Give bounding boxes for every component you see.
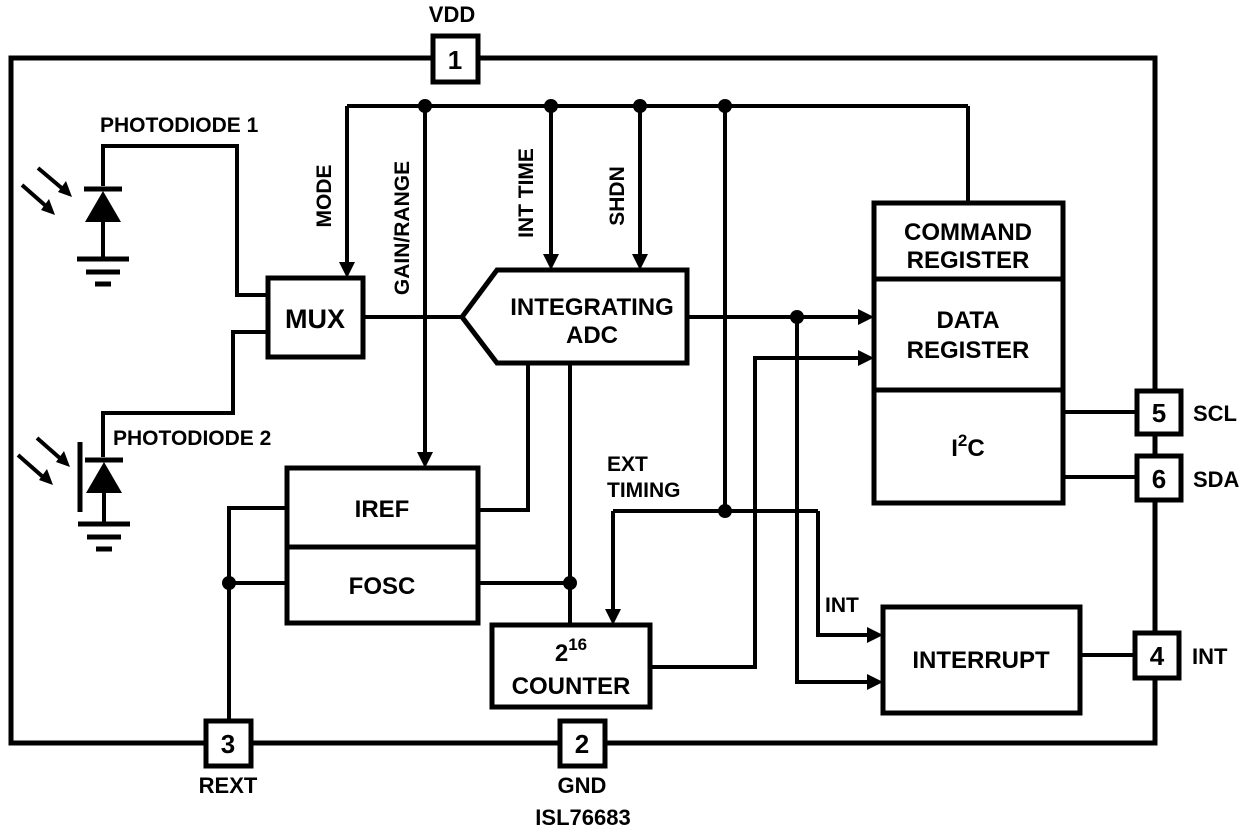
photodiode-2 (16, 330, 268, 552)
iref-to-adc-wire (478, 363, 530, 512)
photodiode2-light-arrow1-head-icon (56, 451, 70, 467)
junction-dot (718, 99, 732, 113)
interrupt-block (880, 604, 1083, 716)
gain-range-arrowhead-icon (417, 452, 433, 468)
ext-timing-label: EXT TIMING (607, 453, 681, 502)
gain-range-label: GAIN/RANGE (391, 161, 414, 295)
int-signal-label: INT (825, 594, 859, 617)
pin5-box (1134, 388, 1184, 437)
register-stack: COMMAND REGISTER DATA REGISTER I2C (871, 200, 1066, 506)
mode-arrowhead-icon (339, 262, 355, 278)
pin3-number: 3 (221, 729, 235, 759)
pin3-box (203, 718, 254, 769)
data-register-label-line2: REGISTER (907, 337, 1030, 364)
pin2-number: 2 (575, 729, 589, 759)
counter-to-data-register-wire (650, 356, 858, 669)
pin5-number: 5 (1152, 398, 1166, 428)
pin4-name-label: INT (1192, 644, 1228, 669)
pin1-box (430, 33, 481, 85)
pin-5-scl: 5 SCL (1134, 388, 1237, 437)
junction-dot (563, 576, 577, 590)
junction-dot (633, 99, 647, 113)
control-bus (339, 104, 970, 643)
i2c-label: I2C (951, 431, 984, 462)
ext-timing-counter-arrowhead-icon (605, 609, 621, 625)
pin-6-sda: 6 SDA (1134, 453, 1240, 503)
pin-4-int: 4 INT (1132, 630, 1228, 681)
photodiode2-light-arrow2-head-icon (39, 469, 53, 485)
pin6-number: 6 (1152, 464, 1166, 494)
command-register-label-line2: REGISTER (907, 247, 1030, 274)
ext-timing-label-line1: EXT (607, 453, 648, 476)
data-register-top-arrowhead-icon (858, 309, 874, 325)
junction-dot (418, 99, 432, 113)
photodiode1-to-mux-wire (101, 144, 268, 297)
junction-dots (222, 99, 804, 590)
shdn-label: SHDN (606, 166, 629, 226)
data-register-bottom-arrowhead-icon (858, 350, 874, 366)
pin1-number: 1 (448, 45, 462, 75)
adc-label-line1: INTEGRATING (510, 294, 674, 321)
pin-1-vdd: 1 VDD (429, 2, 481, 85)
part-number-label: ISL76683 (535, 805, 630, 830)
photodiode2-label: PHOTODIODE 2 (113, 427, 271, 450)
mux-block (265, 275, 366, 360)
fosc-label: FOSC (349, 573, 416, 600)
pin-2-gnd: 2 GND (557, 718, 608, 798)
iref-to-rext-wire (227, 506, 287, 721)
junction-dot (718, 504, 732, 518)
photodiode2-to-mux-wire (101, 330, 268, 457)
mux-label: MUX (285, 304, 345, 334)
adc-label-line2: ADC (566, 322, 618, 349)
pin5-name-label: SCL (1193, 401, 1237, 426)
counter-label-line2: COUNTER (512, 673, 631, 700)
pin3-name-label: REXT (199, 773, 258, 798)
photodiode1-light-arrow1 (36, 166, 66, 192)
photodiode1-light-arrow2 (20, 183, 49, 209)
counter-block (489, 622, 653, 710)
photodiode2-light-arrow1 (35, 436, 64, 462)
mode-label: MODE (313, 165, 336, 228)
photodiode1-light-arrow1-head-icon (58, 181, 72, 197)
photodiode1-diode-icon (85, 191, 121, 222)
photodiode-1 (20, 144, 268, 297)
interrupt-label: INTERRUPT (912, 647, 1050, 674)
pin-3-rext: 3 REXT (199, 718, 258, 798)
shdn-arrowhead-icon (632, 254, 648, 270)
pin2-name-label: GND (558, 773, 607, 798)
pin4-number: 4 (1150, 641, 1165, 671)
photodiode1-label: PHOTODIODE 1 (100, 114, 259, 137)
pin6-name-label: SDA (1193, 467, 1240, 492)
junction-dot (222, 576, 236, 590)
pin6-box (1134, 453, 1184, 503)
int-to-interrupt-wire (816, 511, 867, 637)
junction-dot (790, 310, 804, 324)
pin1-name-label: VDD (429, 2, 475, 27)
interrupt-bottom-arrowhead-icon (867, 674, 883, 690)
iref-label: IREF (355, 496, 410, 523)
junction-dot (544, 99, 558, 113)
photodiode2-light-arrow2 (16, 453, 45, 479)
pin4-box (1132, 630, 1182, 681)
counter-label-line1: 216 (555, 635, 587, 667)
adc-to-interrupt-wire (795, 317, 867, 684)
int-time-label: INT TIME (515, 148, 538, 238)
interrupt-top-arrowhead-icon (867, 627, 883, 643)
command-register-label-line1: COMMAND (904, 219, 1032, 246)
photodiode1-light-arrow2-head-icon (41, 199, 55, 215)
register-block (871, 200, 1066, 506)
pin2-box (557, 718, 608, 769)
integrating-adc-block (458, 267, 690, 366)
int-time-arrowhead-icon (543, 254, 559, 270)
data-register-label-line1: DATA (936, 307, 999, 334)
iref-fosc-stack: IREF FOSC (284, 465, 481, 626)
ext-timing-label-line2: TIMING (607, 479, 681, 502)
photodiode2-diode-icon (86, 462, 122, 493)
